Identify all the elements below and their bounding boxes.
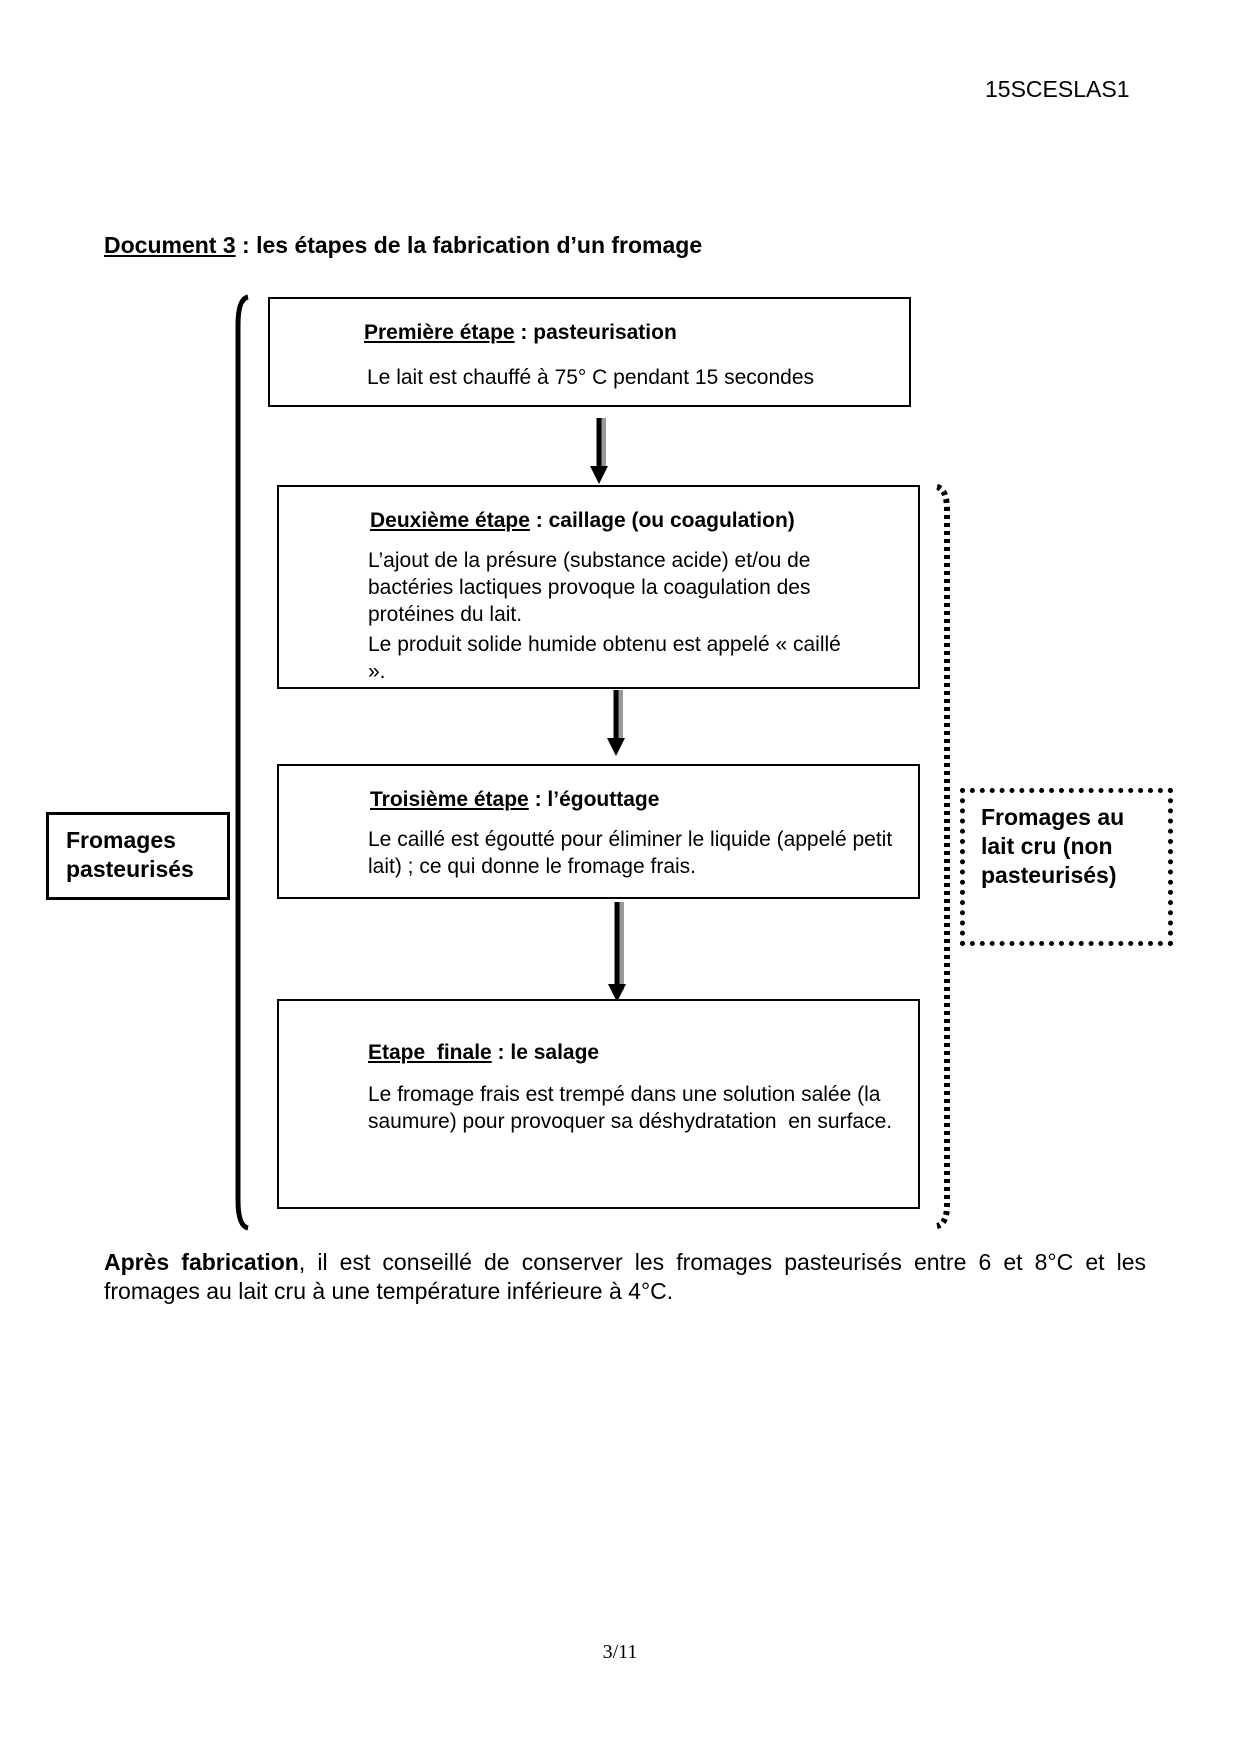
step-3-name: Troisième étape — [370, 788, 529, 811]
document-code: 15SCESLAS1 — [985, 76, 1130, 102]
step-1-name: Première étape — [364, 321, 515, 344]
raw-milk-bracket — [936, 484, 950, 1229]
pasteurized-bracket — [235, 294, 249, 1231]
step-2-box: Deuxième étape : caillage (ou coagulatio… — [277, 485, 920, 689]
step-2-title: Deuxième étape : caillage (ou coagulatio… — [370, 509, 795, 533]
step-3-box: Troisième étape : l’égouttage Le caillé … — [277, 764, 920, 899]
step-1-title-text: : pasteurisation — [514, 321, 677, 344]
document-label: Document 3 — [104, 232, 236, 258]
step-2-text: L’ajout de la présure (substance acide) … — [368, 547, 863, 685]
step-4-text: Le fromage frais est trempé dans une sol… — [368, 1081, 913, 1135]
step-3-text: Le caillé est égoutté pour éliminer le l… — [368, 826, 908, 880]
step-2-title-text: : caillage (ou coagulation) — [529, 509, 795, 532]
step-2-name: Deuxième étape — [370, 509, 530, 532]
step-1-text: Le lait est chauffé à 75° C pendant 15 s… — [367, 364, 897, 391]
arrow-3 — [608, 902, 626, 1002]
conclusion-text: , il est conseillé de conserver les from… — [104, 1249, 1146, 1304]
step-4-line: Le fromage frais est trempé dans une sol… — [368, 1083, 893, 1133]
arrow-2 — [607, 690, 625, 756]
conclusion-paragraph: Après fabrication, il est conseillé de c… — [104, 1248, 1146, 1306]
step-4-title: Etape finale : le salage — [368, 1041, 599, 1065]
arrow-1 — [590, 418, 608, 484]
step-2-line-1: L’ajout de la présure (substance acide) … — [368, 549, 811, 626]
step-3-title: Troisième étape : l’égouttage — [370, 788, 659, 812]
step-1-line: Le lait est chauffé à 75° C pendant 15 s… — [367, 366, 814, 389]
step-4-name: Etape finale — [368, 1041, 492, 1064]
step-3-line: Le caillé est égoutté pour éliminer le l… — [368, 828, 893, 878]
step-3-title-text: : l’égouttage — [528, 788, 660, 811]
pasteurized-label: Fromages pasteurisés — [46, 812, 230, 900]
raw-milk-label: Fromages au lait cru (non pasteurisés) — [960, 788, 1173, 946]
conclusion-bold: Après fabrication — [104, 1249, 299, 1275]
step-2-line-2: Le produit solide humide obtenu est appe… — [368, 633, 841, 683]
document-title-text: : les étapes de la fabrication d’un from… — [235, 232, 703, 258]
step-4-box: Etape finale : le salage Le fromage frai… — [277, 999, 920, 1209]
document-title: Document 3 : les étapes de la fabricatio… — [104, 232, 702, 259]
step-1-title: Première étape : pasteurisation — [364, 321, 677, 345]
step-1-box: Première étape : pasteurisation Le lait … — [268, 297, 911, 407]
page-number: 3/11 — [602, 1641, 638, 1663]
step-4-title-text: : le salage — [491, 1041, 600, 1064]
